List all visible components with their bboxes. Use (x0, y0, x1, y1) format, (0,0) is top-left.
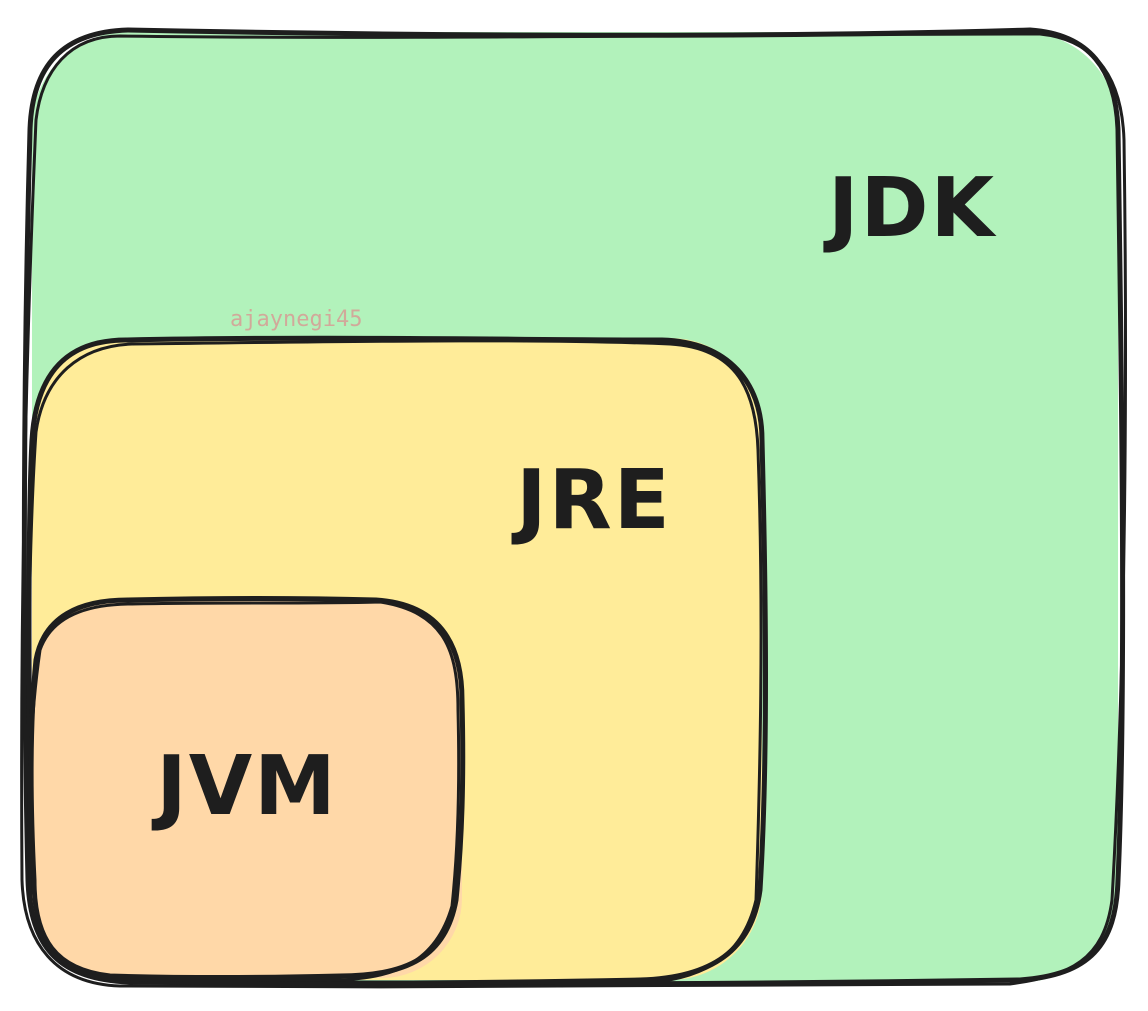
jdk-label: JDK (823, 161, 998, 256)
jvm-box: JVM (27, 596, 466, 982)
jvm-box-fill (32, 600, 462, 978)
jre-label: JRE (511, 453, 672, 548)
watermark-text: ajaynegi45 (230, 307, 362, 332)
jvm-label: JVM (151, 739, 338, 834)
